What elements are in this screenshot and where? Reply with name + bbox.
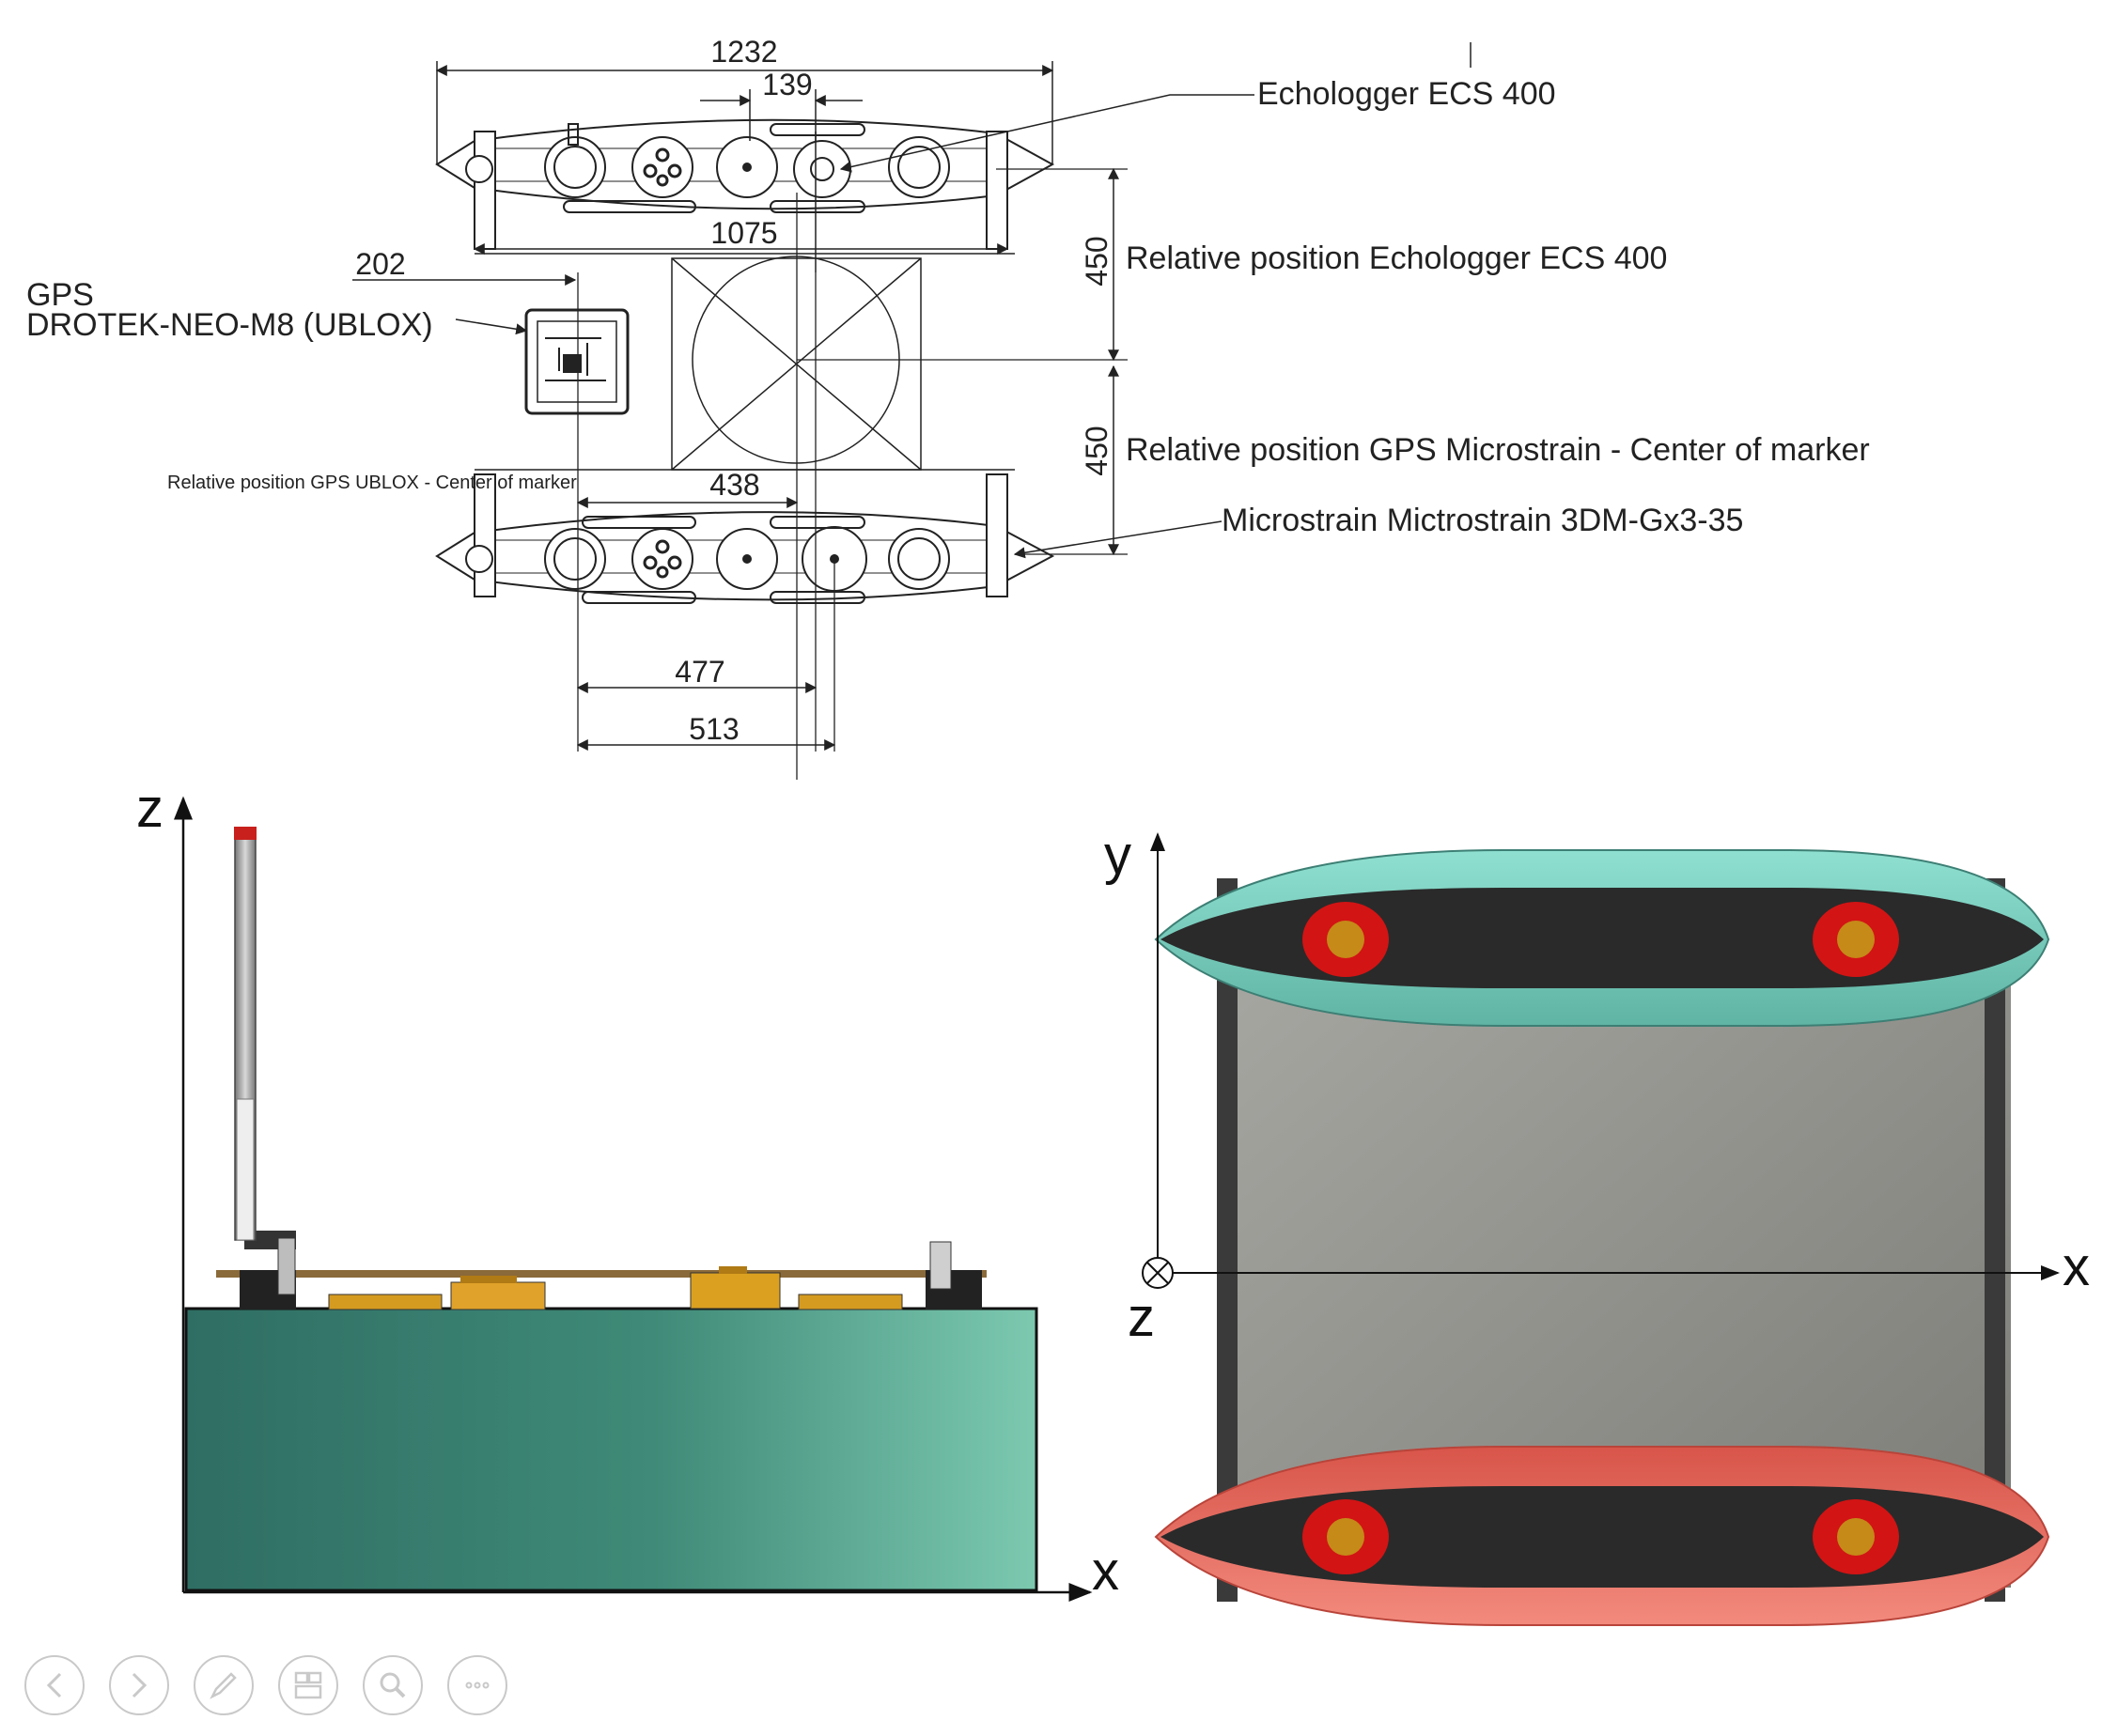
dim-450-lower: 450 (1080, 426, 1114, 475)
gps-label: GPS (26, 277, 94, 313)
rel-gps-microstrain-label: Relative position GPS Microstrain - Cent… (1126, 432, 1870, 468)
left-crossbeam (1217, 878, 1238, 1602)
lower-pontoon-outline (435, 473, 1055, 604)
see-all-slides-button[interactable] (278, 1655, 338, 1715)
z-axis-into-page-icon (1142, 1257, 1174, 1289)
right-crossbeam (1985, 878, 2005, 1602)
gps-mast (234, 827, 296, 1295)
lower-pontoon (1154, 1446, 2050, 1626)
top-y-label: y (1104, 825, 1131, 886)
upper-pontoon (1154, 849, 2050, 1027)
pen-tool-button[interactable] (194, 1655, 254, 1715)
dim-450-upper: 450 (1080, 236, 1114, 286)
side-view: z x (136, 778, 1119, 1602)
mast-tip-marker (234, 827, 257, 840)
technical-drawing (435, 118, 1128, 780)
rel-echologger-label: Relative position Echologger ECS 400 (1126, 240, 1667, 276)
dim-139: 139 (762, 68, 812, 101)
top-z-label: z (1128, 1287, 1155, 1348)
dimension-labels: 1232 139 1075 202 450 450 438 477 513 (355, 35, 1114, 746)
callout-labels: Echologger ECS 400 Relative position Ech… (26, 76, 1870, 538)
side-z-label: z (136, 778, 164, 839)
zoom-button[interactable] (363, 1655, 423, 1715)
previous-slide-button[interactable] (24, 1655, 85, 1715)
dim-1232: 1232 (710, 35, 777, 69)
dimension-lines (352, 42, 1472, 751)
deck-equipment (216, 1241, 987, 1310)
upper-pontoon-outline (435, 118, 1055, 250)
gps-model-label: DROTEK-NEO-M8 (UBLOX) (26, 307, 433, 343)
previous-icon (46, 1672, 62, 1698)
microstrain-label: Microstrain Mictrostrain 3DM-Gx3-35 (1222, 503, 1743, 538)
side-hull (184, 1307, 1038, 1592)
top-x-label: x (2063, 1236, 2090, 1297)
next-icon (132, 1672, 148, 1698)
echologger-label: Echologger ECS 400 (1257, 76, 1556, 112)
dim-438: 438 (709, 468, 759, 502)
dim-477: 477 (675, 655, 724, 689)
pen-icon (210, 1672, 237, 1699)
top-view: y x z (1104, 825, 2090, 1626)
zoom-icon (380, 1672, 406, 1698)
gps-module-drawing (524, 308, 630, 415)
callout-leaders (455, 94, 1254, 559)
side-x-label: x (1092, 1541, 1119, 1602)
dim-1075: 1075 (710, 216, 777, 250)
dim-513: 513 (689, 712, 739, 746)
more-icon (465, 1682, 490, 1689)
next-slide-button[interactable] (109, 1655, 169, 1715)
dim-202: 202 (355, 247, 405, 281)
more-options-button[interactable] (447, 1655, 507, 1715)
rel-gps-ublox-label: Relative position GPS UBLOX - Center of … (167, 473, 577, 493)
slides-icon (294, 1671, 322, 1699)
